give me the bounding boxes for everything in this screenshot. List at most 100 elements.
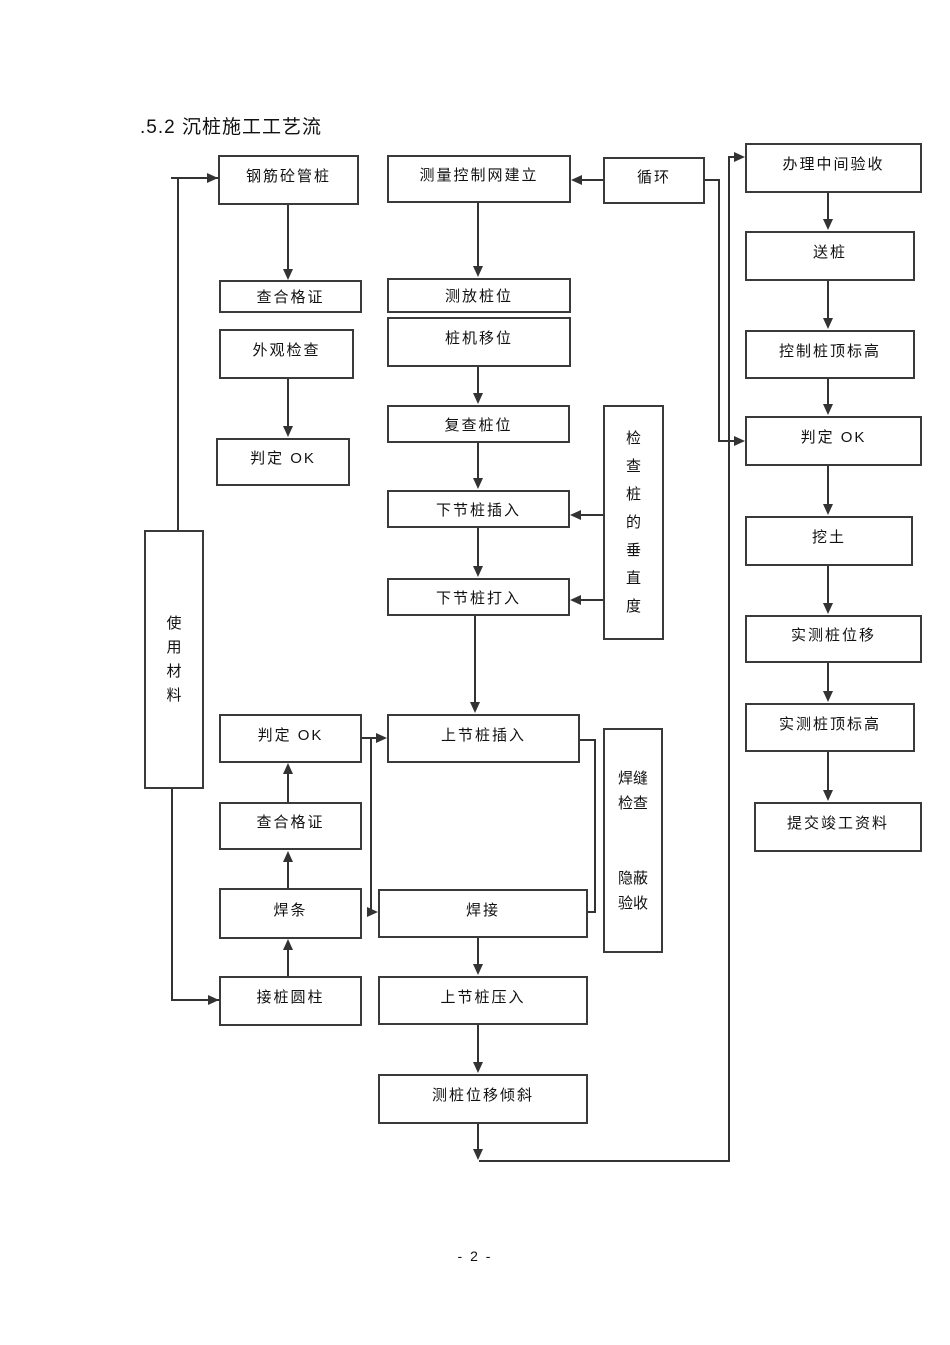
node-pile-rig-relocation: 桩机移位 — [387, 317, 571, 367]
connector-line — [477, 1124, 479, 1151]
node-label: 控制桩顶标高 — [778, 342, 881, 360]
node-check-certificate-2: 查合格证 — [219, 802, 362, 850]
node-label: 焊接 — [465, 901, 500, 919]
connector-line — [728, 156, 736, 158]
node-label: 测桩位移倾斜 — [431, 1087, 534, 1104]
node-label: 判定 OK — [257, 726, 324, 744]
node-label: 判定 OK — [250, 450, 316, 467]
arrowhead-down-icon — [823, 603, 833, 614]
node-label-line: 度 — [625, 597, 641, 615]
node-label-line: 材 — [166, 662, 182, 680]
arrowhead-right-icon — [207, 173, 218, 183]
arrowhead-down-icon — [470, 702, 480, 713]
arrowhead-down-icon — [473, 393, 483, 404]
node-lower-pile-drive: 下节桩打入 — [387, 578, 570, 616]
arrowhead-down-icon — [823, 404, 833, 415]
node-label: 循环 — [636, 168, 671, 186]
node-label: 钢筋砼管桩 — [245, 168, 331, 185]
node-label: 接桩圆柱 — [256, 989, 325, 1006]
connector-line — [477, 1025, 479, 1064]
connector-line — [177, 177, 179, 530]
connector-line — [827, 752, 829, 792]
node-control-pile-top-elevation: 控制桩顶标高 — [745, 330, 915, 379]
arrowhead-down-icon — [823, 790, 833, 801]
arrowhead-up-icon — [283, 763, 293, 774]
connector-line — [594, 739, 596, 913]
node-excavation: 挖土 — [745, 516, 913, 566]
connector-line — [474, 616, 476, 705]
node-label: 办理中间验收 — [782, 156, 885, 173]
node-label-line: 的 — [625, 513, 641, 531]
connector-line — [477, 203, 479, 269]
arrowhead-left-icon — [570, 510, 581, 520]
node-label: 外观检查 — [252, 342, 321, 359]
node-set-out-pile-position: 测放桩位 — [387, 278, 571, 313]
node-label: 送桩 — [812, 244, 847, 261]
node-label-line: 料 — [166, 686, 182, 704]
connector-line — [827, 566, 829, 605]
connector-line — [827, 466, 829, 506]
node-label-line: 验收 — [617, 894, 648, 912]
node-label: 测放桩位 — [444, 288, 513, 305]
node-judge-ok-2: 判定 OK — [219, 714, 362, 763]
node-label: 查合格证 — [256, 814, 325, 831]
node-label-line: 隐蔽 — [617, 869, 648, 887]
arrowhead-right-icon — [367, 907, 378, 917]
node-pile-following: 送桩 — [745, 231, 915, 281]
connector-line — [582, 179, 603, 181]
connector-line — [287, 772, 289, 802]
page-title: .5.2 沉桩施工工艺流 — [140, 117, 322, 138]
node-label: 上节桩插入 — [440, 726, 526, 744]
connector-line — [580, 739, 596, 741]
node-label: 测量控制网建立 — [419, 167, 539, 184]
connector-line — [287, 379, 289, 429]
node-materials-used: 使用材料 — [144, 530, 204, 789]
connector-line — [705, 179, 720, 181]
node-welding: 焊接 — [378, 889, 588, 938]
node-label-line: 检查 — [617, 794, 648, 812]
arrowhead-down-icon — [473, 1062, 483, 1073]
node-loop: 循环 — [603, 157, 705, 204]
connector-line — [827, 193, 829, 221]
connector-line — [362, 737, 377, 739]
node-lower-pile-insert: 下节桩插入 — [387, 490, 570, 528]
connector-line — [479, 1160, 730, 1162]
node-label-line: 焊缝 — [617, 769, 648, 787]
node-label: 实测桩位移 — [790, 627, 876, 644]
node-label-line: 桩 — [625, 485, 641, 503]
page-number: - 2 - — [457, 1248, 493, 1264]
connector-line — [287, 947, 289, 976]
arrowhead-right-icon — [208, 995, 219, 1005]
node-label: 下节桩插入 — [435, 501, 521, 519]
node-label: 桩机移位 — [444, 330, 513, 347]
arrowhead-right-icon — [376, 733, 387, 743]
node-label: 查合格证 — [256, 289, 325, 306]
node-upper-pile-insert: 上节桩插入 — [387, 714, 580, 763]
arrowhead-up-icon — [283, 851, 293, 862]
node-check-certificate-1: 查合格证 — [219, 280, 362, 313]
node-judge-ok-1: 判定 OK — [216, 438, 350, 486]
connector-line — [287, 860, 289, 888]
node-label: 复查桩位 — [444, 416, 513, 434]
arrowhead-down-icon — [283, 426, 293, 437]
node-label: 下节桩打入 — [435, 589, 521, 607]
arrowhead-down-icon — [473, 566, 483, 577]
arrowhead-left-icon — [571, 175, 582, 185]
connector-line — [171, 177, 219, 179]
node-upper-pile-press: 上节桩压入 — [378, 976, 588, 1025]
arrowhead-down-icon — [473, 964, 483, 975]
connector-line — [581, 514, 603, 516]
node-label-line: 用 — [166, 638, 182, 656]
node-pile-splicing-column: 接桩圆柱 — [219, 976, 362, 1026]
node-welding-rod: 焊条 — [219, 888, 362, 939]
arrowhead-down-icon — [283, 269, 293, 280]
arrowhead-down-icon — [823, 219, 833, 230]
node-recheck-pile-position: 复查桩位 — [387, 405, 570, 443]
node-label: 提交竣工资料 — [786, 815, 889, 832]
connector-line — [171, 789, 173, 1001]
node-label: 实测桩顶标高 — [778, 715, 881, 733]
node-appearance-inspection: 外观检查 — [219, 329, 354, 379]
node-label-line: 垂 — [625, 541, 641, 559]
arrowhead-down-icon — [473, 1149, 483, 1160]
